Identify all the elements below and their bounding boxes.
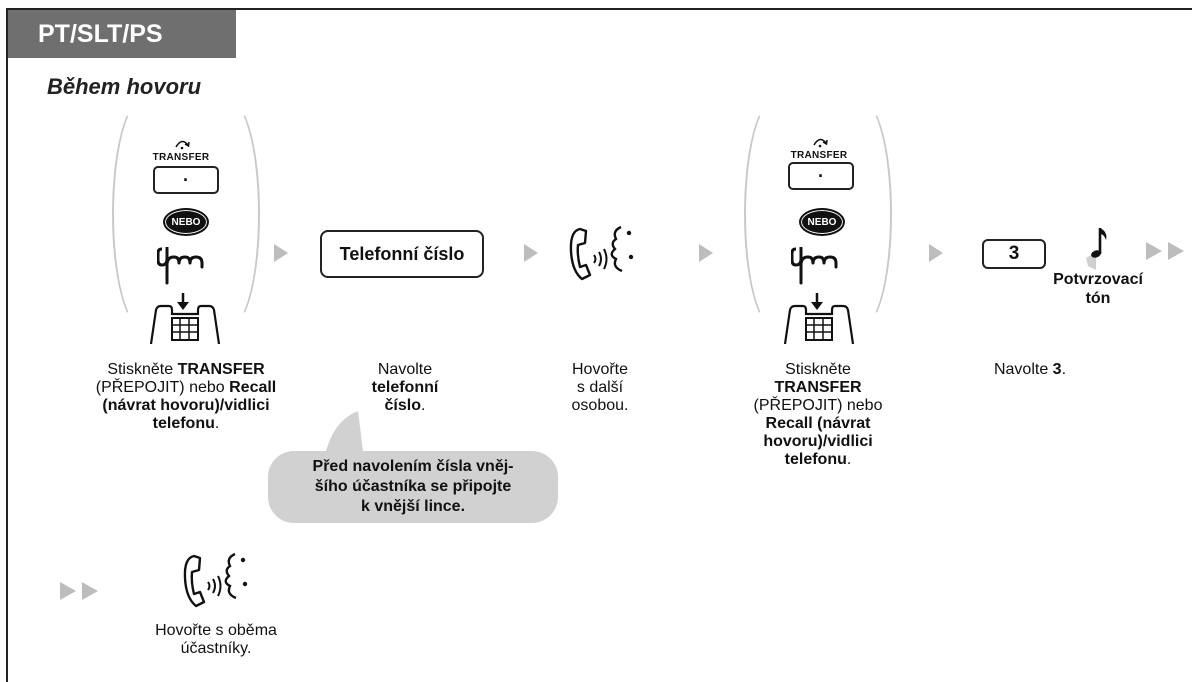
step-6-caption: Hovořte s oběma účastníky. — [134, 622, 298, 658]
caption-text: Navolte — [993, 361, 1053, 378]
caption-text: Hovořte s oběma — [155, 622, 277, 639]
section-tab: PT/SLT/PS — [8, 10, 236, 58]
note-bubble: Před navolením čísla vněj- šího účastník… — [268, 451, 558, 523]
step-1-caption: Stiskněte TRANSFER (PŘEPOJIT) nebo Recal… — [86, 361, 286, 433]
handset-talking-icon — [183, 552, 248, 608]
caption-bold: (návrat hovoru)/vidlici — [102, 397, 270, 414]
note-line: Před navolením čísla vněj- — [312, 458, 514, 475]
transfer-arrow-icon — [175, 140, 190, 150]
caption-bold: 3 — [1052, 361, 1062, 378]
double-arrow-icon — [1146, 242, 1184, 260]
step-5-caption: Navolte 3. — [970, 361, 1090, 379]
caption-text: Stiskněte — [785, 361, 851, 378]
handset-talking-icon — [569, 225, 634, 281]
double-arrow-icon — [60, 582, 98, 600]
caption-text: (PŘEPOJIT) nebo — [95, 379, 230, 396]
caption-text: . — [421, 397, 426, 414]
triangle-arrow-icon — [274, 244, 288, 262]
tone-text: Potvrzovací — [1053, 271, 1143, 288]
caption-bold: telefonní — [371, 379, 439, 396]
key-dot: · — [183, 170, 189, 190]
or-badge: NEBO — [163, 208, 209, 236]
down-arrow-icon — [177, 293, 189, 310]
transfer-key-label: TRANSFER — [152, 152, 210, 163]
caption-text: Hovořte — [571, 361, 629, 378]
confirmation-tone-label: Potvrzovací tón — [1050, 270, 1146, 308]
caption-text: (PŘEPOJIT) nebo — [753, 397, 883, 414]
left-bracket — [112, 100, 172, 328]
caption-bold: Recall — [229, 379, 277, 396]
tab-label: PT/SLT/PS — [38, 19, 163, 48]
caption-text: Stiskněte — [107, 361, 178, 378]
transfer-key-label: TRANSFER — [790, 150, 848, 161]
caption-text: . — [846, 451, 852, 468]
caption-text: s další — [576, 379, 624, 396]
caption-text: Navolte — [377, 361, 433, 378]
note-line: šího účastníka se připojte — [314, 478, 512, 495]
triangle-arrow-icon — [929, 244, 943, 262]
right-bracket — [200, 100, 260, 328]
left-bracket — [744, 100, 804, 328]
caption-bold: hovoru)/vidlici — [763, 433, 873, 450]
caption-bold: Recall (návrat — [765, 415, 871, 432]
caption-bold: telefonu — [152, 415, 215, 432]
caption-text: účastníky. — [180, 640, 252, 657]
right-bracket — [832, 100, 892, 328]
hand-press-icon — [157, 247, 204, 285]
telephone-base-icon — [783, 304, 855, 345]
subtitle: Během hovoru — [47, 74, 202, 99]
phone-number-box: Telefonní číslo — [320, 230, 484, 278]
transfer-key: · — [788, 162, 854, 190]
caption-bold: TRANSFER — [177, 361, 265, 378]
step-3-caption: Hovořte s další osobou. — [550, 361, 650, 415]
caption-bold: TRANSFER — [774, 379, 862, 396]
caption-bold: telefonu — [784, 451, 847, 468]
triangle-arrow-icon — [699, 244, 713, 262]
dial-key-3: 3 — [982, 239, 1046, 269]
note-line: k vnější lince. — [360, 498, 466, 515]
triangle-arrow-icon — [524, 244, 538, 262]
telephone-base-icon — [149, 304, 221, 345]
key-dot: · — [818, 166, 824, 186]
or-badge: NEBO — [799, 208, 845, 236]
caption-text: osobou. — [571, 397, 629, 414]
bubble-tail — [324, 411, 364, 459]
caption-text: . — [214, 415, 220, 432]
diagram-frame — [6, 8, 1192, 682]
step-2-caption: Navolte telefonní číslo. — [345, 361, 465, 415]
transfer-arrow-icon — [813, 138, 828, 148]
music-note-icon — [1086, 228, 1107, 270]
transfer-key: · — [153, 166, 219, 194]
step-4-caption: Stiskněte TRANSFER (PŘEPOJIT) nebo Recal… — [738, 361, 898, 469]
caption-text: . — [1061, 361, 1067, 378]
hand-press-icon — [791, 247, 838, 285]
down-arrow-icon — [811, 293, 823, 310]
tone-text: tón — [1085, 290, 1111, 307]
caption-bold: číslo — [384, 397, 421, 414]
